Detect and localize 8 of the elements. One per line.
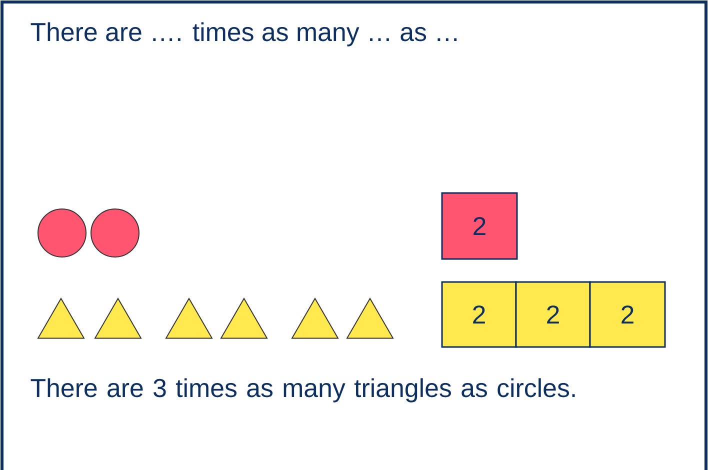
number-box: 2 <box>589 281 666 348</box>
number-box: 2 <box>441 192 518 260</box>
circle <box>90 208 140 258</box>
sentence: There are 3 times as many triangles as circles. <box>30 378 575 402</box>
circle <box>38 208 86 258</box>
number-box: 2 <box>441 281 517 348</box>
number-box: 2 <box>515 281 591 348</box>
heading: There are …. times as many … as … <box>30 22 457 46</box>
